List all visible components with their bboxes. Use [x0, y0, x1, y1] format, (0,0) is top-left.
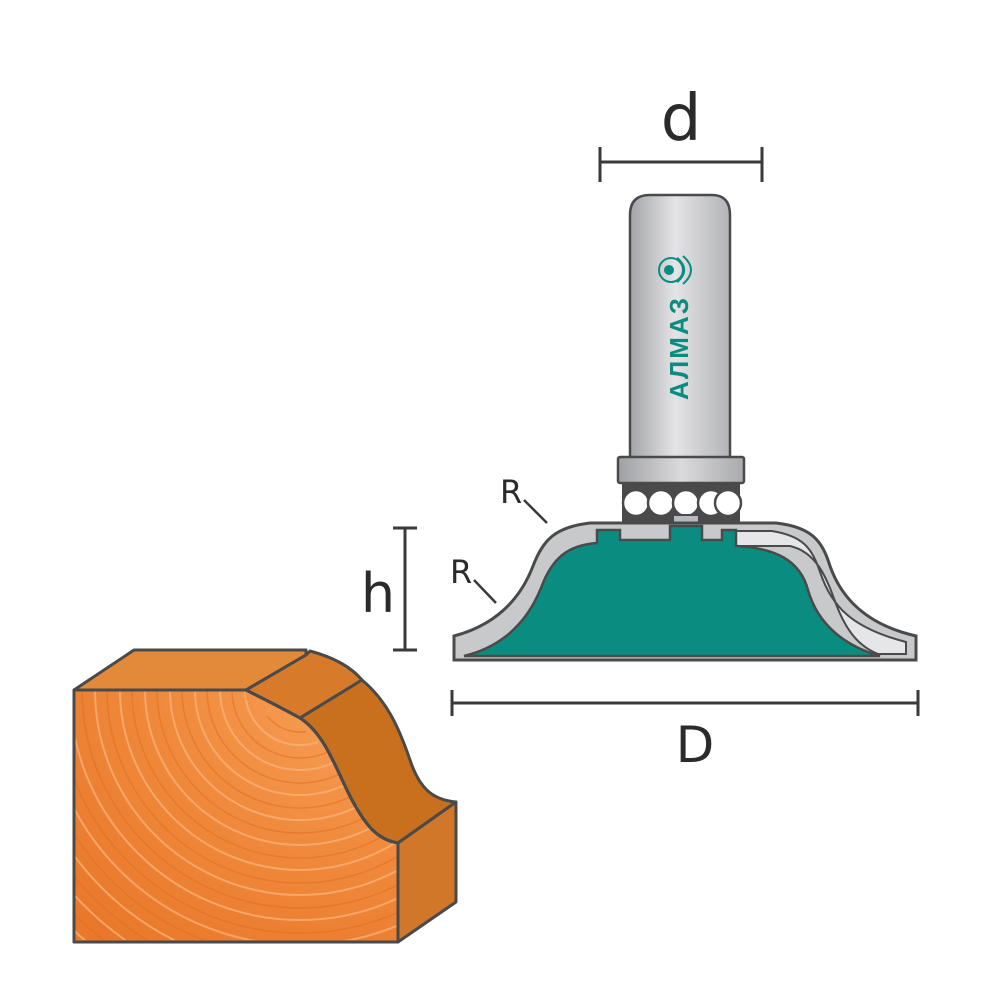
shank: АЛМАЗ: [628, 193, 732, 460]
height-dimension: h: [361, 526, 417, 652]
shank-diameter-label: d: [661, 82, 702, 156]
brand-name: АЛМАЗ: [664, 296, 694, 400]
wood-workpiece: [72, 648, 458, 944]
ball-bearing: [621, 484, 743, 530]
radius-top-annotation: R: [500, 473, 548, 524]
cutter-body: [452, 521, 918, 662]
radius-bottom-annotation: R: [450, 553, 497, 604]
cutter-diameter-label: D: [676, 716, 715, 774]
cutter-diameter-dimension: D: [450, 690, 920, 774]
radius-bottom-label: R: [450, 553, 472, 591]
shank-collar: [616, 455, 746, 485]
shank-diameter-dimension: d: [598, 82, 764, 182]
height-label: h: [361, 562, 395, 625]
radius-top-label: R: [500, 473, 522, 511]
gear-leaf-logo-icon: [658, 255, 692, 285]
